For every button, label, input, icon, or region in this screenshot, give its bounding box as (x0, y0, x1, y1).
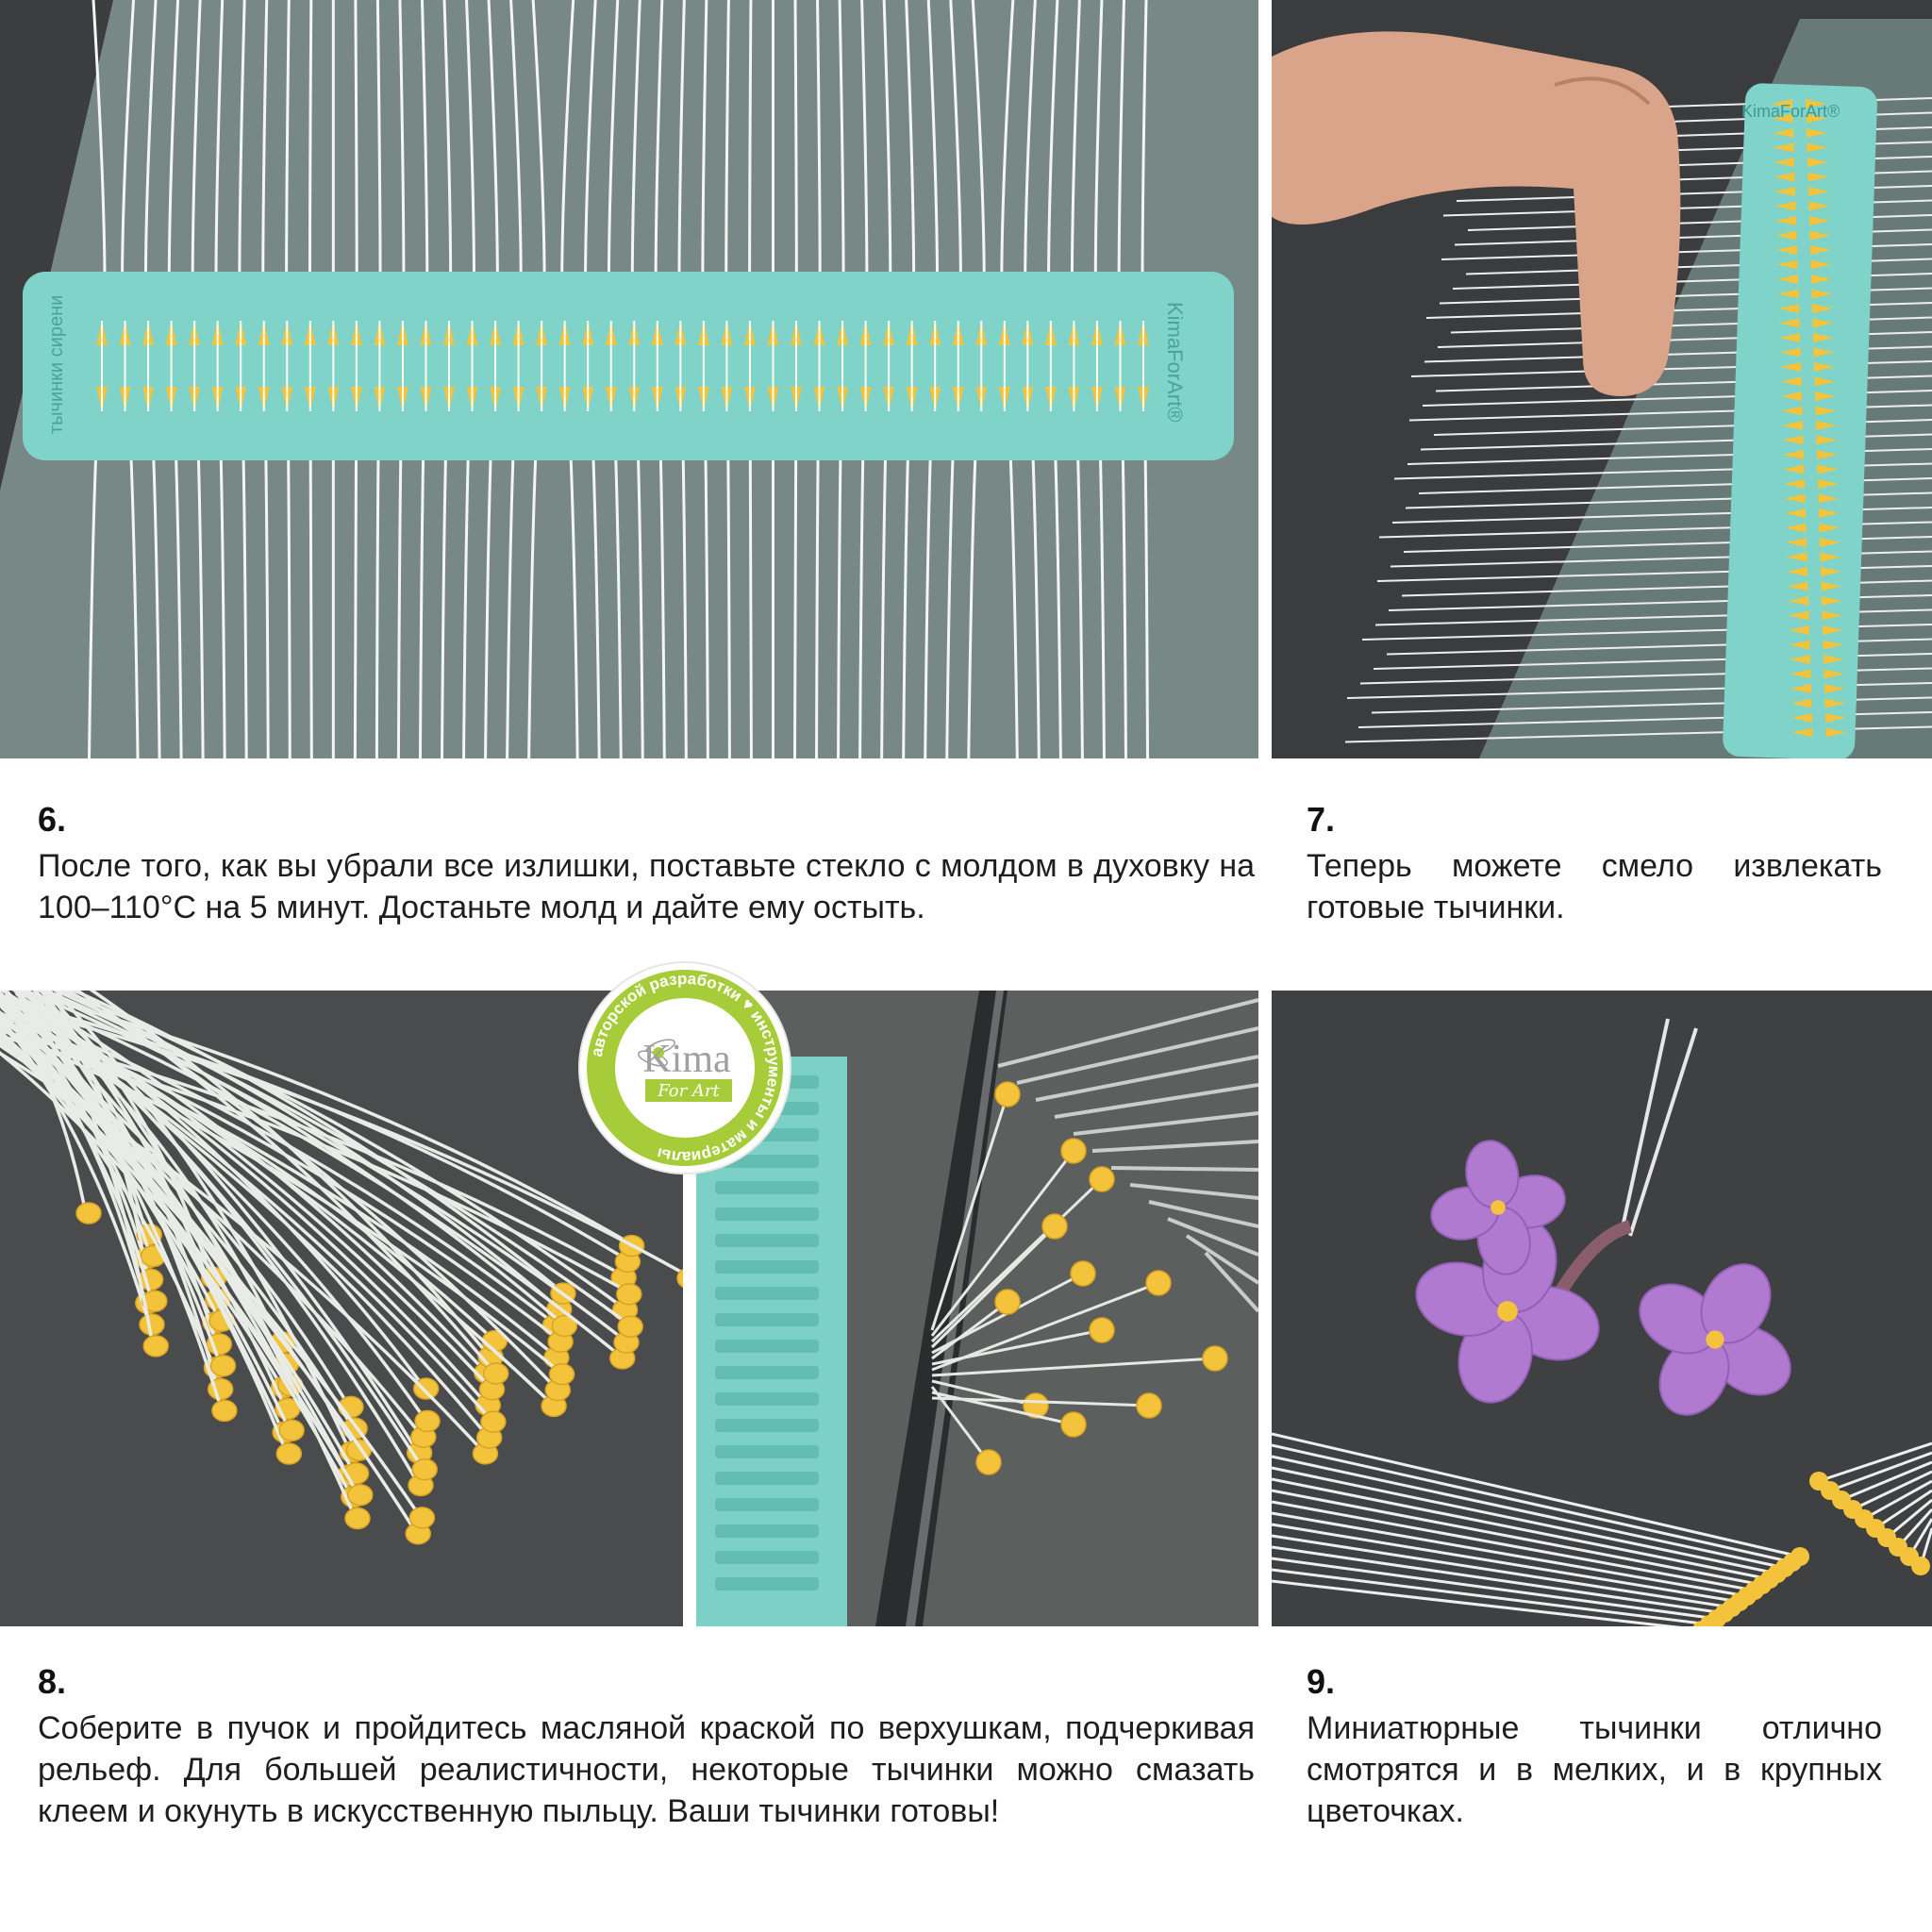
photo-finger-on-mold: KimaForArt® (1272, 0, 1932, 758)
step-8-text: Соберите в пучок и пройдитесь масляной к… (38, 1710, 1255, 1829)
step-6-text: После того, как вы убрали все излишки, п… (38, 848, 1255, 925)
logo-script: For Art (657, 1081, 720, 1101)
step-7-number: 7. (1307, 800, 1336, 839)
photo-lilac-flowers (1272, 991, 1932, 1626)
photo-stamen-bunch (0, 991, 683, 1626)
mold-name-label: тычинки сирени (46, 295, 67, 434)
finger (1272, 31, 1681, 396)
mold-brand-label-2: KimaForArt® (1741, 102, 1840, 121)
step-8-number: 8. (38, 1662, 67, 1701)
step-6-number: 6. (38, 800, 67, 839)
step-9-number: 9. (1307, 1662, 1336, 1701)
daisy-icon (638, 1039, 675, 1067)
logo-brand: Kima (642, 1038, 731, 1081)
photo-tweezers-stamens (696, 991, 1258, 1626)
step-7-text: Теперь можете смело извлекать готовые ты… (1307, 848, 1882, 925)
mold-brand-label: KimaForArt® (1163, 302, 1187, 422)
kima-for-art-logo: авторской разработки ♥ инструменты и мат… (577, 960, 792, 1175)
photo-mold-with-wires: KimaForArt® тычинки сирени (0, 0, 1258, 758)
mold-strip (23, 272, 1234, 460)
step-9-text: Миниатюрные тычинки отлично смотрятся и … (1307, 1710, 1882, 1829)
